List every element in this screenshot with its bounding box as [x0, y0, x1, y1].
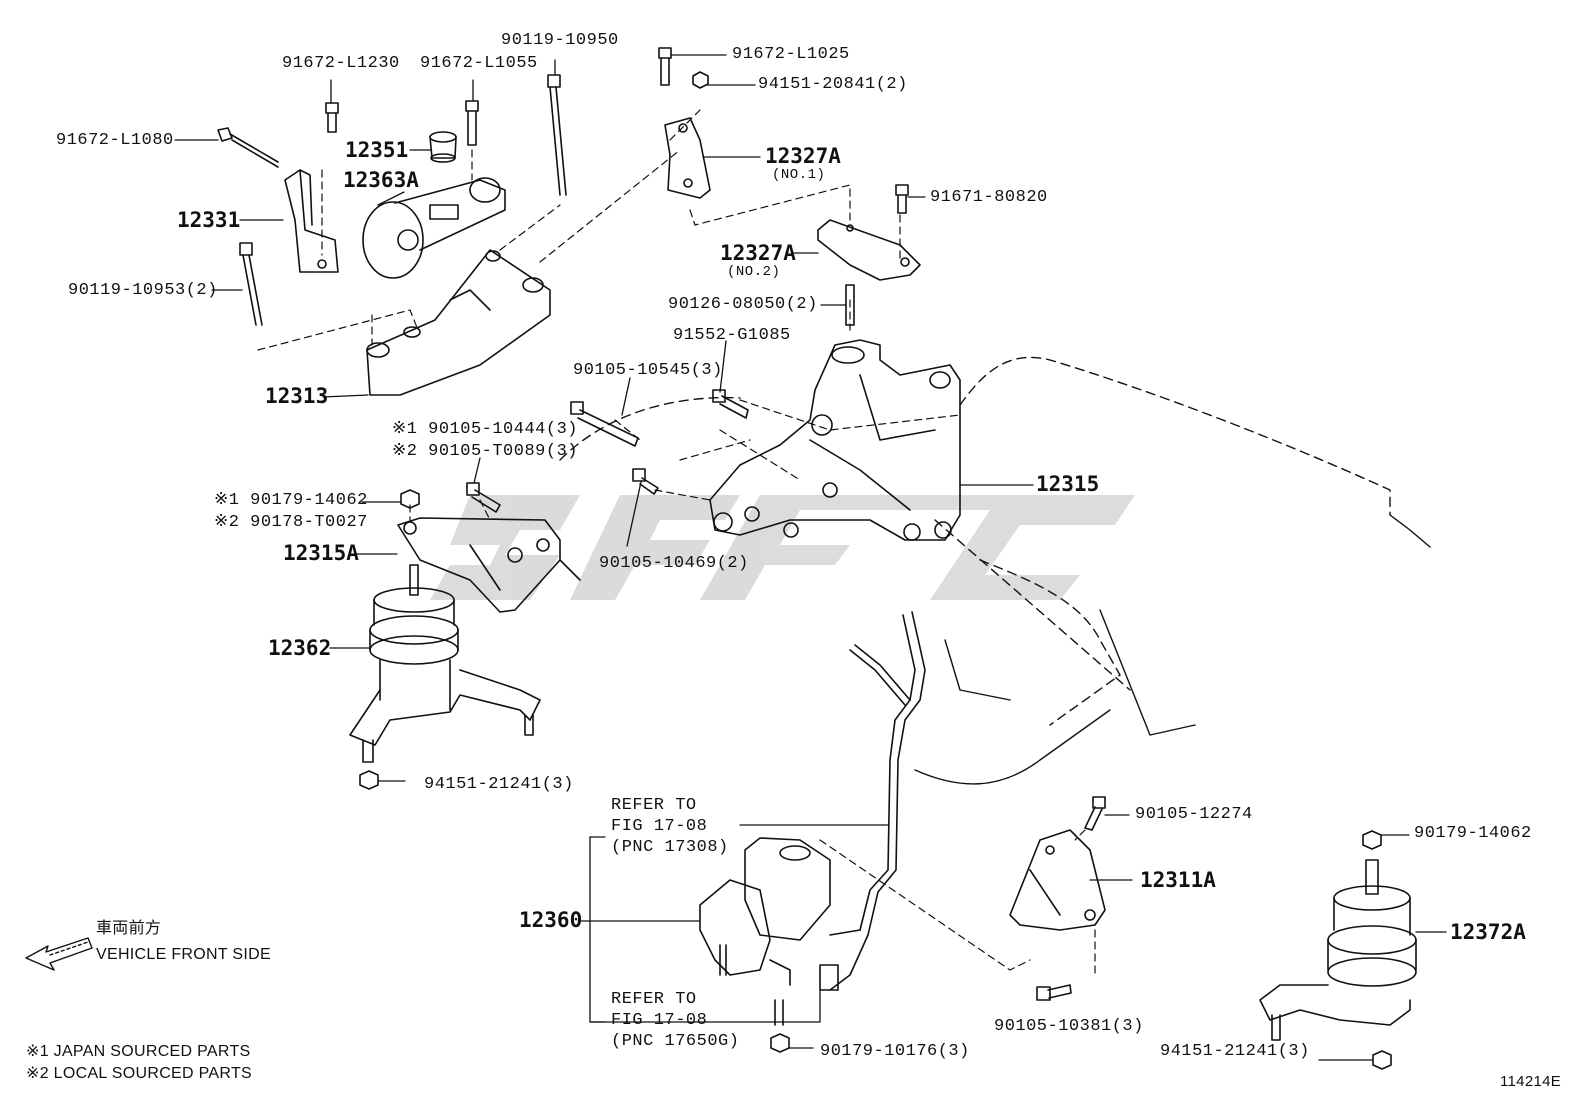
bolt-91672-L1230	[325, 102, 339, 133]
label-12351[interactable]: 12351	[345, 138, 409, 162]
label-90179-14062[interactable]: 90179-14062	[1414, 824, 1532, 843]
bolt-90105-12274	[1084, 796, 1106, 831]
label-12331[interactable]: 12331	[177, 208, 241, 232]
nut-90179-10176	[770, 1033, 790, 1053]
bolt-90119-10953	[239, 242, 263, 326]
direction-english: VEHICLE FRONT SIDE	[96, 946, 271, 963]
legend-japan: ※1 JAPAN SOURCED PARTS	[26, 1043, 251, 1060]
label-90105-T0089[interactable]: ※2 90105-T0089(3)	[392, 442, 578, 461]
refer-pnc-2[interactable]: (PNC 17650G)	[611, 1032, 740, 1051]
bolt-90105-10469	[632, 468, 659, 495]
label-12311A[interactable]: 12311A	[1140, 868, 1216, 892]
label-94151-20841[interactable]: 94151-20841(2)	[758, 75, 908, 94]
label-90119-10953[interactable]: 90119-10953(2)	[68, 281, 218, 300]
label-12363A[interactable]: 12363A	[343, 168, 419, 192]
bolt-91672-L1055	[465, 100, 479, 146]
legend-local: ※2 LOCAL SOURCED PARTS	[26, 1065, 252, 1082]
label-90178-T0027[interactable]: ※2 90178-T0027	[214, 513, 368, 532]
bracket-12315	[709, 339, 961, 541]
label-12327A-no2[interactable]: 12327A	[720, 241, 796, 265]
label-91552-G1085[interactable]: 91552-G1085	[673, 326, 791, 345]
guide-12311A	[819, 829, 1096, 976]
note-12327A-no1: (NO.1)	[772, 167, 826, 183]
label-90105-12274[interactable]: 90105-12274	[1135, 805, 1253, 824]
label-90179-14062-j[interactable]: ※1 90179-14062	[214, 491, 368, 510]
label-12313[interactable]: 12313	[265, 384, 329, 408]
bolt-91552-G1085	[712, 389, 749, 419]
bolt-90105-10381	[1036, 984, 1072, 1001]
diagram-id: 114214E	[1500, 1073, 1562, 1090]
label-91671-80820[interactable]: 91671-80820	[930, 188, 1048, 207]
nut-94151-21241-left	[359, 770, 379, 790]
label-90126-08050[interactable]: 90126-08050(2)	[668, 295, 818, 314]
label-12315A[interactable]: 12315A	[283, 541, 359, 565]
mount-12372A	[1259, 859, 1417, 1041]
label-12360[interactable]: 12360	[519, 908, 583, 932]
label-90105-10381[interactable]: 90105-10381(3)	[994, 1017, 1144, 1036]
label-12372A[interactable]: 12372A	[1450, 920, 1526, 944]
note-12327A-no2: (NO.2)	[727, 264, 781, 280]
label-91672-L1055[interactable]: 91672-L1055	[420, 54, 538, 73]
refer-text-1: REFER TO	[611, 796, 697, 815]
label-90119-10950[interactable]: 90119-10950	[501, 31, 619, 50]
label-12362[interactable]: 12362	[268, 636, 332, 660]
mount-12362	[349, 564, 541, 763]
nut-90179-14062-upper	[400, 489, 420, 509]
refer-fig-2[interactable]: FIG 17-08	[611, 1011, 708, 1030]
label-90105-10444[interactable]: ※1 90105-10444(3)	[392, 420, 578, 439]
mount-12360	[699, 837, 839, 1026]
bracket-12311A	[1009, 829, 1106, 931]
bolt-90105-10444	[466, 482, 501, 513]
stopper-12351	[429, 131, 457, 163]
label-90105-10545[interactable]: 90105-10545(3)	[573, 361, 723, 380]
transaxle-outline	[914, 514, 1431, 785]
label-94151-21241-right[interactable]: 94151-21241(3)	[1160, 1042, 1310, 1061]
refer-fig-1[interactable]: FIG 17-08	[611, 817, 708, 836]
bolt-90105-10545	[570, 401, 639, 447]
leader-lines	[174, 54, 1447, 1061]
vacuum-hose	[829, 611, 926, 991]
nut-90179-14062-right	[1362, 830, 1382, 850]
label-91672-L1025[interactable]: 91672-L1025	[732, 45, 850, 64]
label-90179-10176[interactable]: 90179-10176(3)	[820, 1042, 970, 1061]
mount-12363A	[362, 177, 506, 279]
label-91672-L1230[interactable]: 91672-L1230	[282, 54, 400, 73]
nut-94151-21241-right	[1372, 1050, 1392, 1070]
bracket-12327A-no2	[817, 219, 921, 281]
watermark-logo	[430, 495, 1135, 600]
label-91672-L1080[interactable]: 91672-L1080	[56, 131, 174, 150]
stud-90126-08050	[845, 284, 855, 326]
bolt-91672-L1025	[658, 47, 672, 86]
label-90105-10469[interactable]: 90105-10469(2)	[599, 554, 749, 573]
bolt-90119-10950	[547, 74, 567, 196]
bracket-12331	[284, 169, 339, 273]
bracket-12327A-no1	[664, 117, 711, 199]
nut-94151-20841	[692, 71, 709, 89]
refer-text-2: REFER TO	[611, 990, 697, 1009]
label-94151-21241-left[interactable]: 94151-21241(3)	[424, 775, 574, 794]
label-12315[interactable]: 12315	[1036, 472, 1100, 496]
bolt-91672-L1080	[217, 127, 279, 168]
arrow-vehicle-front-icon	[25, 937, 93, 971]
refer-pnc-1[interactable]: (PNC 17308)	[611, 838, 729, 857]
direction-japanese: 車両前方	[96, 920, 162, 937]
bracket-12315A	[397, 517, 581, 613]
label-12327A-no1[interactable]: 12327A	[765, 144, 841, 168]
engine-outline	[559, 356, 1391, 726]
bolt-91671-80820	[895, 184, 909, 214]
bracket-12313	[366, 249, 551, 396]
